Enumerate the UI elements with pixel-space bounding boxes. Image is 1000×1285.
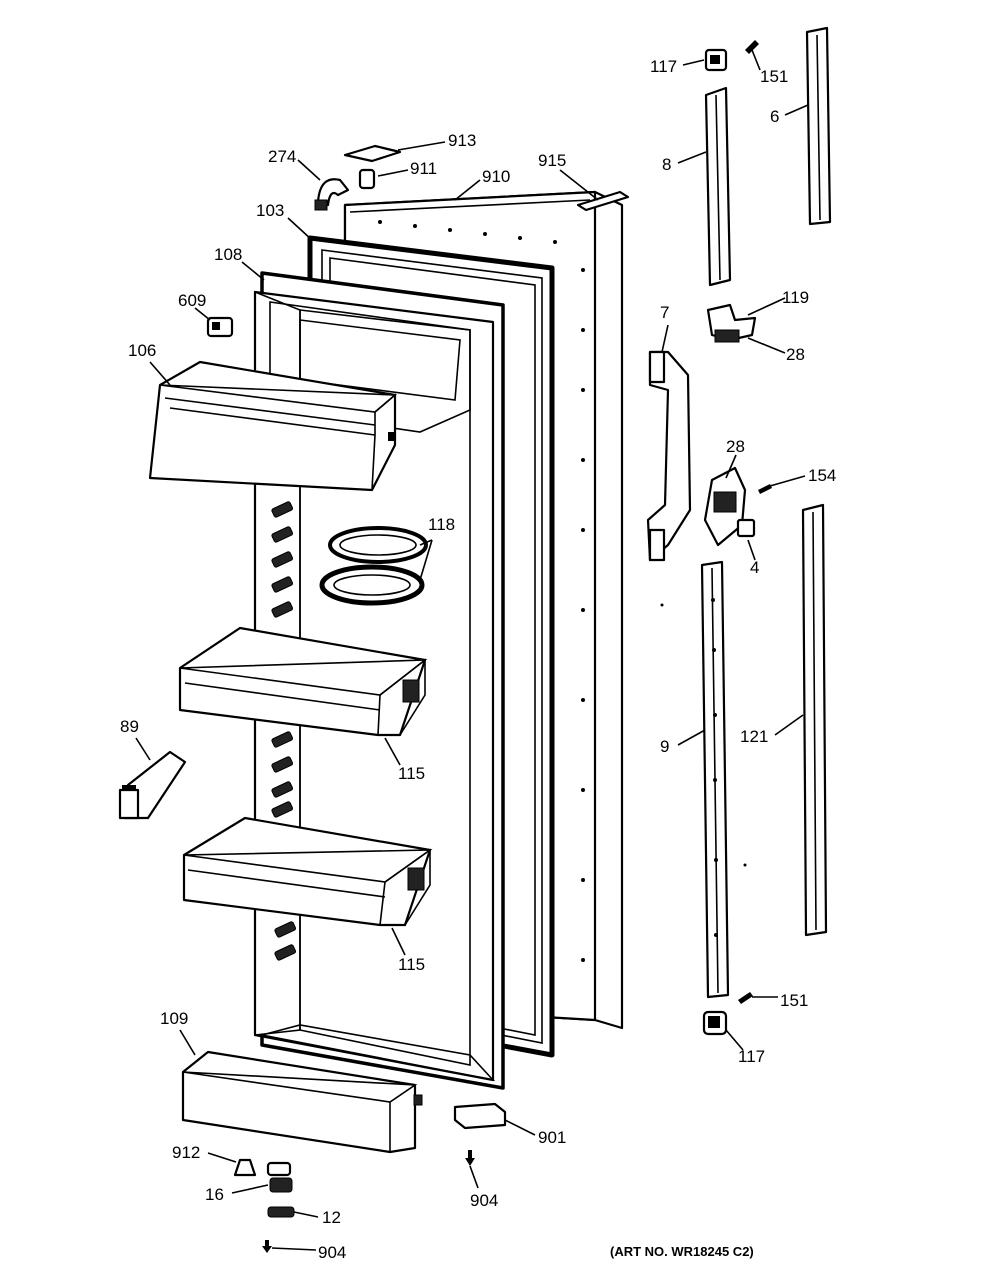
callout-28-upper: 28 <box>786 345 805 364</box>
callout-109: 109 <box>160 1009 188 1028</box>
callout-151-bottom: 151 <box>780 991 808 1010</box>
callout-117-top: 117 <box>650 57 677 76</box>
callout-913: 913 <box>448 131 476 150</box>
dairy-cover-106 <box>148 360 398 492</box>
callout-912: 912 <box>172 1143 200 1162</box>
callout-108: 108 <box>214 245 242 264</box>
callout-89: 89 <box>120 717 139 736</box>
callout-6: 6 <box>770 107 779 126</box>
callout-119: 119 <box>782 288 809 307</box>
callout-8: 8 <box>662 155 671 174</box>
part-89 <box>118 750 187 820</box>
callout-labels: 117 151 6 913 274 911 915 910 8 103 108 … <box>120 57 836 1262</box>
top-small-parts <box>206 144 630 1253</box>
callout-106: 106 <box>128 341 156 360</box>
callout-609: 609 <box>178 291 206 310</box>
callout-151-top: 151 <box>760 67 788 86</box>
callout-911: 911 <box>410 159 437 178</box>
callout-915: 915 <box>538 151 566 170</box>
door-bin-109 <box>181 1050 423 1154</box>
art-number: (ART NO. WR18245 C2) <box>610 1244 754 1259</box>
callout-103: 103 <box>256 201 284 220</box>
callout-115-upper: 115 <box>398 764 425 783</box>
callout-4: 4 <box>750 558 759 577</box>
callout-118: 118 <box>428 515 455 534</box>
callout-7: 7 <box>660 303 669 322</box>
callout-12: 12 <box>322 1208 341 1227</box>
callout-117-bottom: 117 <box>738 1047 765 1066</box>
gasket-118 <box>319 526 428 606</box>
callout-274: 274 <box>268 147 296 166</box>
callout-115-lower: 115 <box>398 955 425 974</box>
callout-28-lower: 28 <box>726 437 745 456</box>
callout-121: 121 <box>740 727 768 746</box>
callout-904-right: 904 <box>470 1191 498 1210</box>
right-hardware <box>646 26 832 1036</box>
callout-154: 154 <box>808 466 836 485</box>
callout-910: 910 <box>482 167 510 186</box>
door-shelf-115-lower <box>182 816 433 927</box>
callout-16: 16 <box>205 1185 224 1204</box>
leader-lines <box>135 49 809 1251</box>
callout-901: 901 <box>538 1128 566 1147</box>
callout-904-bottom: 904 <box>318 1243 346 1262</box>
door-shelf-115-upper <box>178 626 428 737</box>
callout-9: 9 <box>660 737 669 756</box>
